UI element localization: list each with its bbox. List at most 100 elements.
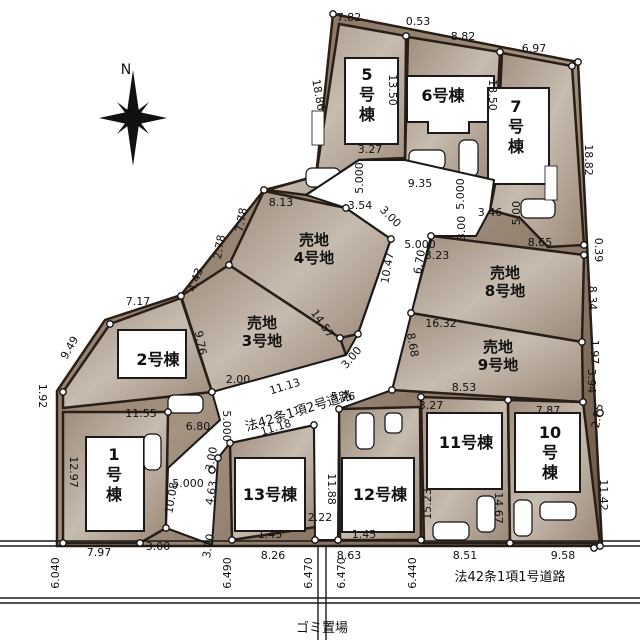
dimension-label: 1.92 [36, 384, 49, 409]
dimension-label: 6.440 [406, 557, 419, 589]
lot-12[interactable]: 12号棟 [337, 405, 423, 542]
survey-point [342, 204, 350, 212]
dimension-label: 3.94 [585, 369, 598, 394]
dimension-label: 11.55 [125, 407, 157, 420]
dimension-label: 4.63 [203, 480, 220, 506]
dimension-label: 8.63 [337, 549, 362, 562]
dimension-label: 10.47 [378, 251, 396, 284]
survey-point [417, 393, 425, 401]
building-5 [344, 57, 399, 145]
dimension-label: 8.68 [404, 332, 421, 358]
building-12 [341, 457, 415, 533]
dimension-label: 1.97 [588, 340, 601, 365]
lot-2[interactable]: 2号棟 [61, 296, 214, 414]
dimension-label: 9.35 [408, 177, 433, 190]
building-13 [234, 457, 306, 532]
survey-point [590, 544, 598, 552]
dimension-label: 2.78 [211, 234, 228, 260]
dimension-label: 2.00 [226, 373, 251, 386]
north-label: N [121, 62, 131, 78]
dimension-label: 5.000 [172, 477, 204, 490]
dimension-label: 3.00 [146, 540, 171, 553]
survey-point [578, 338, 586, 346]
dimension-label: 9.49 [58, 334, 82, 362]
dimension-label: 8.53 [452, 381, 477, 394]
dimension-label: 1.45 [352, 528, 377, 541]
survey-point [596, 409, 604, 417]
survey-point [580, 251, 588, 259]
survey-point [504, 396, 512, 404]
label-b13: 13号棟 [243, 485, 298, 504]
dimension-label: 11.88 [325, 473, 338, 505]
dimension-label: 8.65 [528, 236, 553, 249]
survey-point [162, 524, 170, 532]
survey-point [427, 232, 435, 240]
dimension-label: 8.13 [269, 196, 294, 209]
building-10 [514, 412, 581, 493]
dimension-label: 3.00 [455, 216, 468, 241]
survey-point [574, 58, 582, 66]
building-7 [487, 87, 550, 185]
dimension-label: 11.42 [597, 479, 610, 511]
dimension-label: 5.76 [331, 390, 356, 403]
survey-point [579, 398, 587, 406]
survey-point [417, 536, 425, 544]
survey-point [335, 405, 343, 413]
dimension-label: 2.22 [308, 511, 333, 524]
dimension-label: 10.08 [162, 481, 180, 514]
dimension-label: 8.51 [453, 549, 478, 562]
survey-point [387, 235, 395, 243]
survey-points [59, 10, 604, 552]
survey-point [496, 48, 504, 56]
dimension-label: 8.82 [451, 30, 476, 43]
dimension-label: 5.000 [404, 238, 436, 251]
survey-point [407, 309, 415, 317]
lot-11[interactable]: 11号棟 [419, 395, 512, 545]
garbage-label: ゴミ置場 [296, 620, 348, 636]
survey-point [225, 261, 233, 269]
survey-point [334, 536, 342, 544]
dimension-label: 8.34 [586, 286, 599, 311]
dimension-label: 3.27 [419, 399, 444, 412]
survey-point [226, 439, 234, 447]
dimension-label: 8.26 [261, 549, 286, 562]
dimension-label: 12.97 [67, 456, 80, 488]
label-b2: 2号棟 [136, 350, 180, 369]
survey-point [388, 386, 396, 394]
dimension-label: 13.50 [386, 74, 399, 106]
dimension-label: 6.80 [186, 420, 211, 433]
dimension-label: 6.040 [49, 557, 62, 589]
survey-point [208, 466, 216, 474]
lot-13[interactable]: 13号棟 [228, 423, 332, 542]
building-1 [85, 436, 145, 532]
dimension-label: 3.23 [425, 249, 450, 262]
dimension-label: 7.82 [337, 11, 362, 24]
survey-point [329, 10, 337, 18]
survey-point [506, 539, 514, 547]
dimension-label: 9.58 [551, 549, 576, 562]
survey-point [311, 536, 319, 544]
dimension-label: 16.32 [425, 317, 457, 330]
survey-point [177, 292, 185, 300]
private-road [164, 159, 496, 547]
dimension-label: 6.70 [411, 249, 428, 275]
survey-point [59, 388, 67, 396]
dimension-label: 15.23 [421, 488, 434, 520]
dimension-label: 6.97 [522, 42, 547, 55]
north-arrow: N [99, 62, 167, 166]
dimension-label: 0.39 [592, 238, 605, 263]
survey-point [59, 539, 67, 547]
survey-point [136, 539, 144, 547]
dimension-label: 6.490 [221, 557, 234, 589]
dimension-label: 3.46 [478, 206, 503, 219]
survey-point [402, 32, 410, 40]
